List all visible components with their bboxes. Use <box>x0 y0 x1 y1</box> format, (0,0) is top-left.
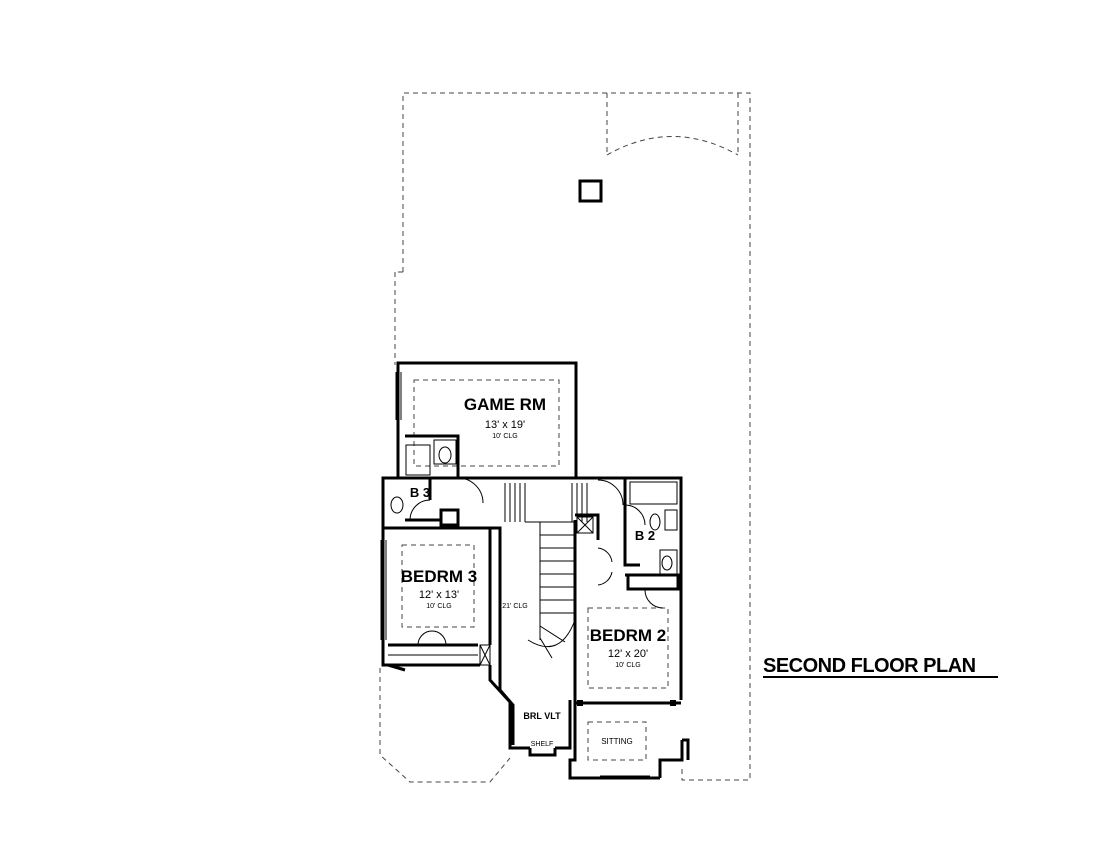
bath-2 <box>575 478 681 591</box>
bedrm2-label: BEDRM 2 <box>590 626 667 645</box>
column-post <box>578 179 603 203</box>
game-rm-ceiling: 10' CLG <box>492 433 517 440</box>
brl-vlt-label: BRL VLT <box>523 711 561 721</box>
game-rm-label: GAME RM <box>464 395 546 414</box>
b3-label: B 3 <box>410 485 430 500</box>
bedroom-3 <box>380 526 492 672</box>
plan-title: SECOND FLOOR PLAN <box>763 655 976 677</box>
game-room <box>395 361 578 478</box>
stair-ceiling: 21' CLG <box>502 603 527 610</box>
roof-outline <box>379 92 751 783</box>
bedrm2-ceiling: 10' CLG <box>615 662 640 669</box>
bedrm3-size: 12' x 13' <box>419 589 459 601</box>
sitting-area <box>587 721 690 777</box>
bedroom-2 <box>568 520 684 780</box>
sitting-label: SITTING <box>601 737 633 746</box>
shelf-label: SHELF <box>531 741 554 748</box>
bedrm3-label: BEDRM 3 <box>401 567 478 586</box>
barrel-vault <box>528 700 572 757</box>
b2-label: B 2 <box>635 528 655 543</box>
bath-3 <box>381 434 484 667</box>
bedrm2-size: 12' x 20' <box>608 648 648 660</box>
stair-treads <box>504 483 588 659</box>
bedrm3-ceiling: 10' CLG <box>426 603 451 610</box>
game-rm-size: 13' x 19' <box>485 419 525 431</box>
stair-hall <box>468 476 683 750</box>
